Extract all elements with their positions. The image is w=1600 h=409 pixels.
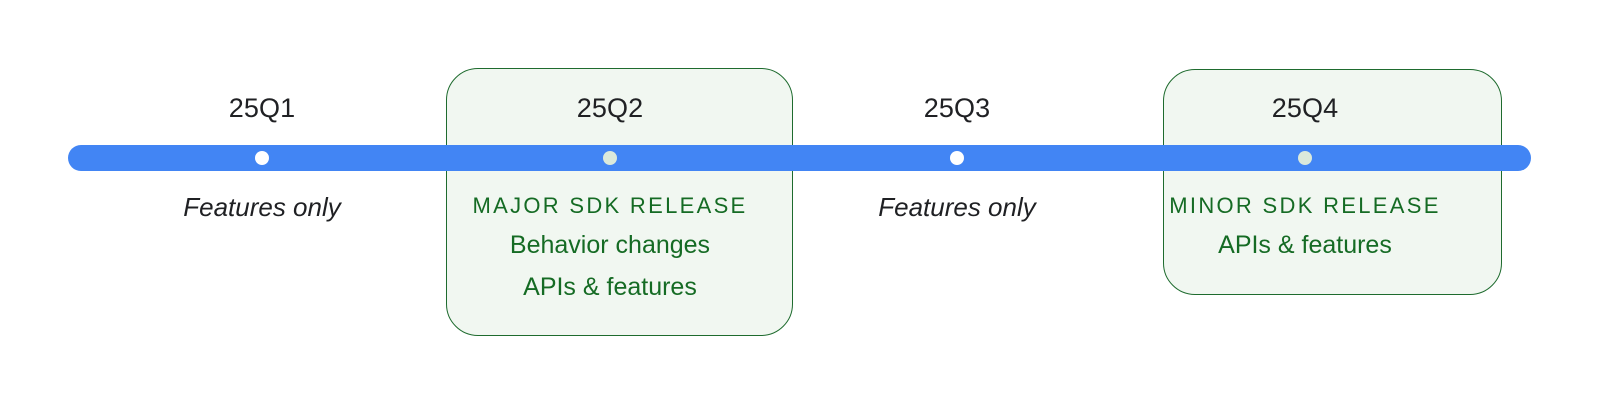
- quarter-details-q4: MINOR SDK RELEASE APIs & features: [1155, 188, 1455, 266]
- release-line-q2-2: APIs & features: [523, 273, 697, 301]
- quarter-highlight-card-q2: [446, 68, 793, 336]
- quarter-label-q4: 25Q4: [1271, 93, 1339, 123]
- timeline-column-q4: 25Q4 MINOR SDK RELEASE APIs & features: [1155, 0, 1455, 409]
- timeline-marker-q1: [255, 151, 269, 165]
- timeline-marker-q4: [1298, 151, 1312, 165]
- release-line-q2-1: Behavior changes: [509, 231, 711, 259]
- quarter-label-q2: 25Q2: [576, 93, 644, 123]
- release-kicker-q4: MINOR SDK RELEASE: [1169, 193, 1441, 218]
- release-line-q4-1: APIs & features: [1218, 231, 1392, 259]
- quarter-highlight-card-q4: [1163, 69, 1502, 295]
- quarter-details-q1: Features only: [112, 188, 412, 226]
- quarter-label-q1: 25Q1: [228, 93, 296, 123]
- timeline-marker-q2: [603, 151, 617, 165]
- timeline-column-q3: 25Q3 Features only: [807, 0, 1107, 409]
- quarter-label-q3: 25Q3: [923, 93, 991, 123]
- quarter-note-q3: Features only: [878, 192, 1036, 222]
- timeline-column-q2: 25Q2 MAJOR SDK RELEASE Behavior changes …: [460, 0, 760, 409]
- timeline-marker-q3: [950, 151, 964, 165]
- quarter-details-q3: Features only: [807, 188, 1107, 226]
- quarter-details-q2: MAJOR SDK RELEASE Behavior changes APIs …: [460, 188, 760, 308]
- timeline-bar: [68, 145, 1531, 171]
- timeline-column-q1: 25Q1 Features only: [112, 0, 412, 409]
- quarter-note-q1: Features only: [183, 192, 341, 222]
- release-kicker-q2: MAJOR SDK RELEASE: [472, 193, 748, 218]
